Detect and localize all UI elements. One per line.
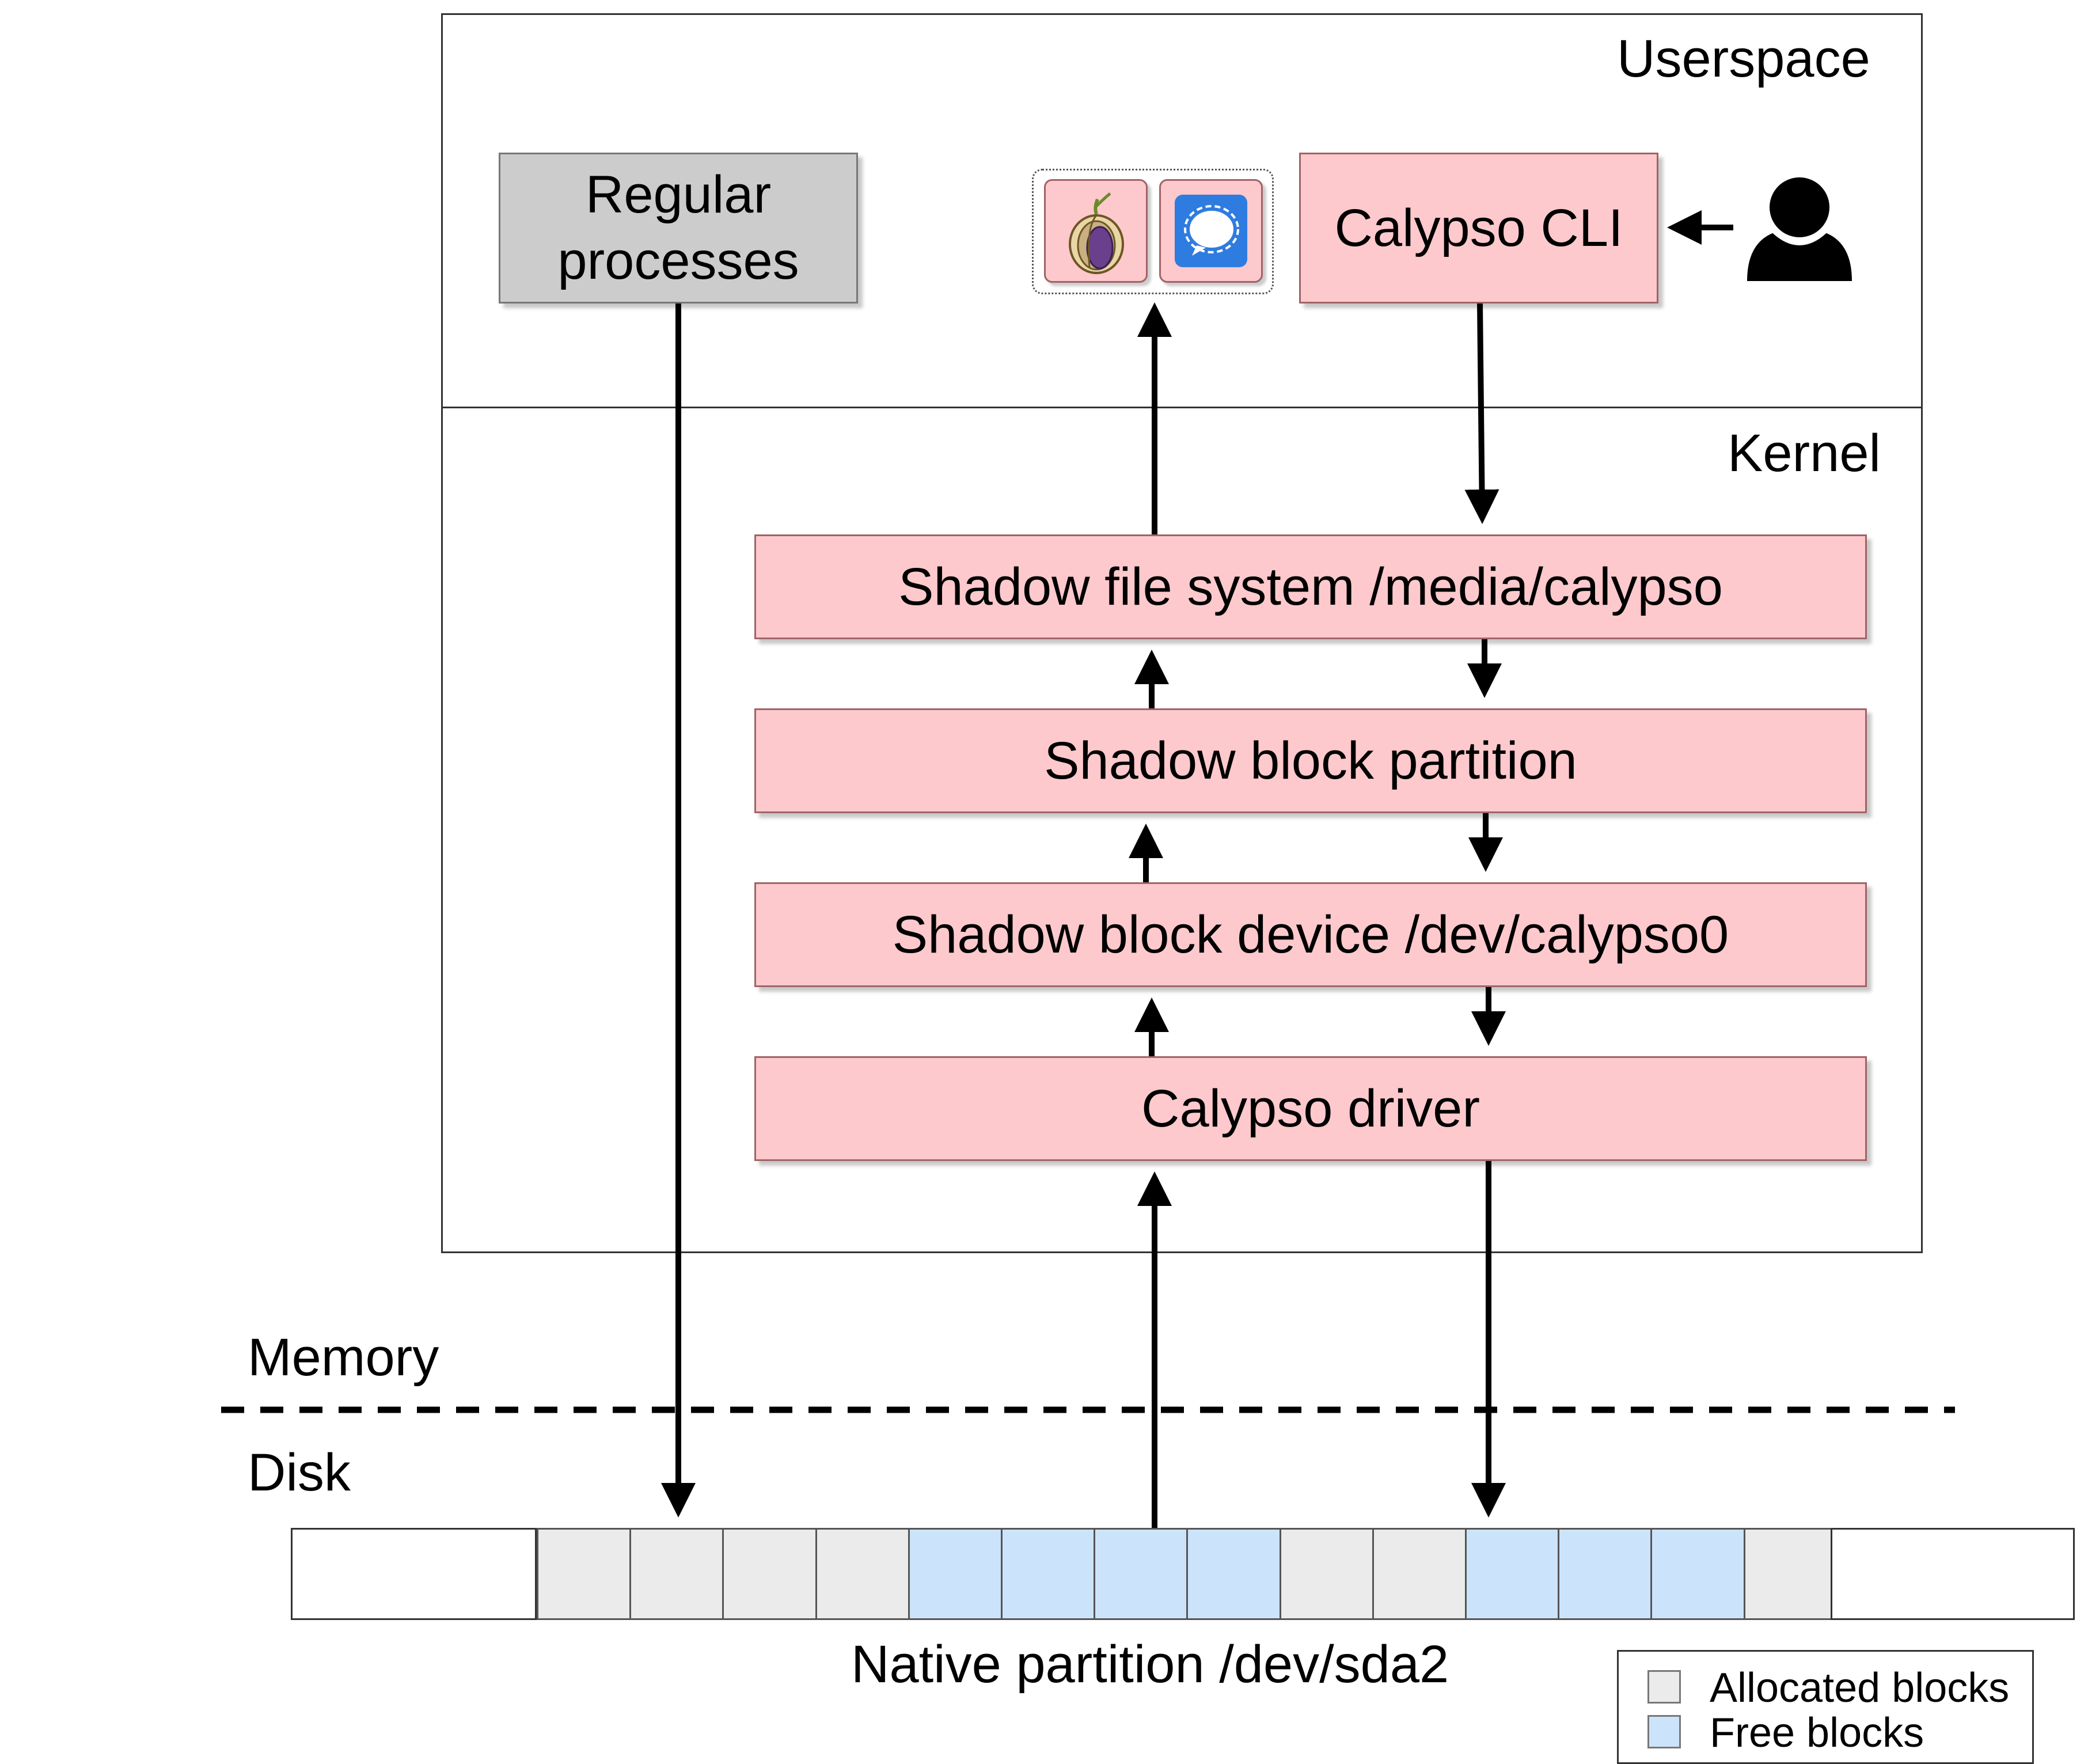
legend: Allocated blocks Free blocks [1617,1650,2034,1764]
apps-group [1032,169,1274,294]
free-block [1094,1528,1189,1620]
calypso-driver-box: Calypso driver [754,1056,1867,1161]
native-partition-label: Native partition /dev/sda2 [851,1635,1449,1694]
user-icon [1739,167,1860,288]
signal-chat-icon [1159,179,1263,283]
partition-right-edge [1831,1528,2075,1620]
kernel-label: Kernel [1728,424,1881,483]
shadow-file-system-box: Shadow file system /media/calypso [754,534,1867,639]
legend-allocated-swatch [1647,1670,1681,1704]
legend-free-swatch [1647,1715,1681,1748]
allocated-block [722,1528,817,1620]
allocated-block [815,1528,910,1620]
allocated-block [629,1528,724,1620]
legend-free-label: Free blocks [1710,1710,1924,1756]
shadow-block-device-box: Shadow block device /dev/calypso0 [754,882,1867,987]
free-block [908,1528,1003,1620]
tor-onion-icon [1044,179,1148,283]
arrow-cli-to-fs [1464,303,1499,524]
userspace-label: Userspace [1617,29,1870,88]
shadow-block-partition-box: Shadow block partition [754,708,1867,813]
regular-processes-box: Regular processes [499,153,858,304]
calypso-cli-box: Calypso CLI [1299,153,1658,304]
free-block [1465,1528,1560,1620]
memory-label: Memory [248,1328,439,1387]
disk-label: Disk [248,1443,351,1502]
free-block [1001,1528,1096,1620]
allocated-block [537,1528,632,1620]
partition-left-edge [291,1528,537,1620]
legend-allocated-label: Allocated blocks [1710,1665,2010,1711]
